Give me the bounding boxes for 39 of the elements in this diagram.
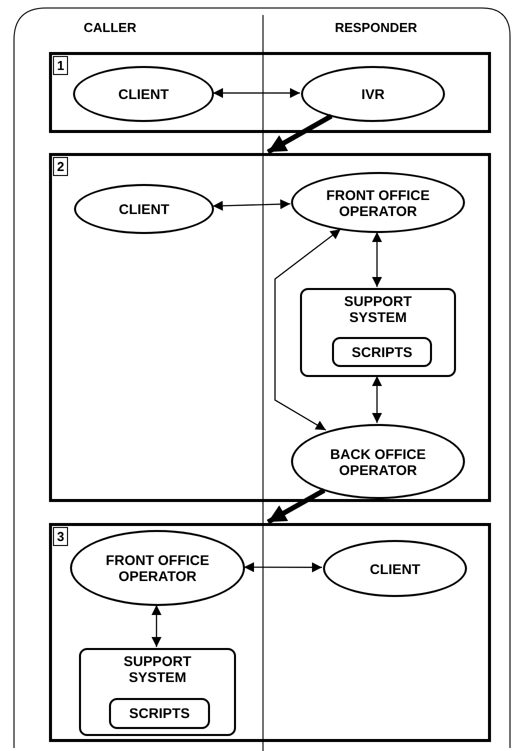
stage-panel	[49, 52, 491, 133]
process-box	[109, 698, 210, 729]
ellipse-node	[301, 66, 445, 122]
ellipse-node	[291, 172, 465, 233]
node-label: SUPPORT SYSTEM	[122, 653, 192, 685]
lane-heading: CALLER	[84, 20, 136, 35]
step-number: 3	[53, 527, 68, 546]
arrow	[266, 488, 326, 524]
arrow	[213, 88, 300, 98]
node-label: FRONT OFFICE OPERATOR	[104, 552, 210, 584]
arrow	[266, 114, 333, 154]
node-label: FRONT OFFICE OPERATOR	[325, 186, 431, 218]
arrow	[244, 562, 322, 572]
ellipse-node	[74, 184, 214, 234]
arrow	[274, 228, 341, 431]
step-number: 2	[53, 157, 68, 176]
arrow	[372, 376, 382, 423]
ellipse-node	[323, 540, 467, 597]
node-label: SCRIPTS	[350, 344, 414, 360]
stage-panel	[49, 153, 491, 502]
process-box	[332, 337, 432, 367]
node-label: SCRIPTS	[128, 705, 191, 721]
ellipse-node	[70, 530, 245, 606]
ellipse-node	[73, 66, 214, 122]
node-label: CLIENT	[118, 86, 169, 102]
node-label: SUPPORT SYSTEM	[343, 293, 413, 325]
node-label: CLIENT	[118, 201, 170, 217]
arrow	[152, 605, 162, 647]
process-box	[79, 648, 236, 736]
arrow	[212, 199, 290, 211]
node-label: CLIENT	[370, 560, 420, 576]
arrow	[372, 232, 382, 287]
lane-heading: RESPONDER	[334, 20, 418, 35]
step-number: 1	[53, 56, 68, 75]
node-label: BACK OFFICE OPERATOR	[329, 446, 427, 478]
ellipse-node	[291, 424, 465, 499]
node-label: IVR	[361, 86, 385, 102]
stage-panel	[49, 523, 491, 742]
process-box	[300, 288, 456, 377]
